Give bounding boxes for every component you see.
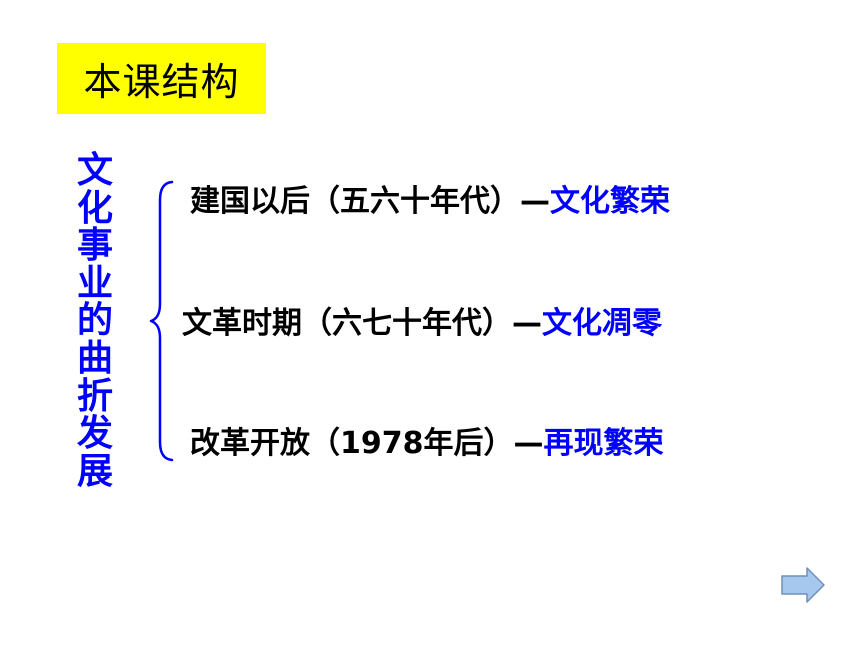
- row-period: 改革开放（1978年后）—: [190, 426, 544, 461]
- vertical-title-char: 业: [76, 262, 113, 304]
- vertical-title-char: 展: [76, 450, 113, 492]
- page-title: 本课结构: [83, 60, 240, 104]
- row-result: 文化凋零: [542, 306, 662, 341]
- vertical-title-char: 折: [76, 375, 113, 417]
- timeline-row-2: 文革时期（六七十年代）—文化凋零: [182, 304, 662, 344]
- next-arrow-icon[interactable]: [780, 566, 826, 604]
- vertical-title: 文 化 事 业 的 曲 折 发 展: [72, 152, 118, 490]
- vertical-title-char: 化: [76, 187, 113, 229]
- vertical-title-char: 发: [76, 413, 113, 455]
- left-brace-icon: [149, 180, 174, 462]
- row-result: 文化繁荣: [550, 184, 670, 219]
- timeline-row-3: 改革开放（1978年后）—再现繁荣: [190, 424, 664, 464]
- timeline-row-1: 建国以后（五六十年代）—文化繁荣: [190, 182, 670, 222]
- vertical-title-char: 事: [76, 225, 113, 267]
- vertical-title-char: 文: [76, 150, 113, 191]
- vertical-title-char: 的: [76, 300, 113, 342]
- row-period: 建国以后（五六十年代）—: [190, 184, 550, 219]
- row-result: 再现繁荣: [543, 426, 664, 461]
- row-period: 文革时期（六七十年代）—: [182, 306, 542, 341]
- vertical-title-char: 曲: [76, 337, 113, 379]
- title-box: 本课结构: [57, 43, 266, 114]
